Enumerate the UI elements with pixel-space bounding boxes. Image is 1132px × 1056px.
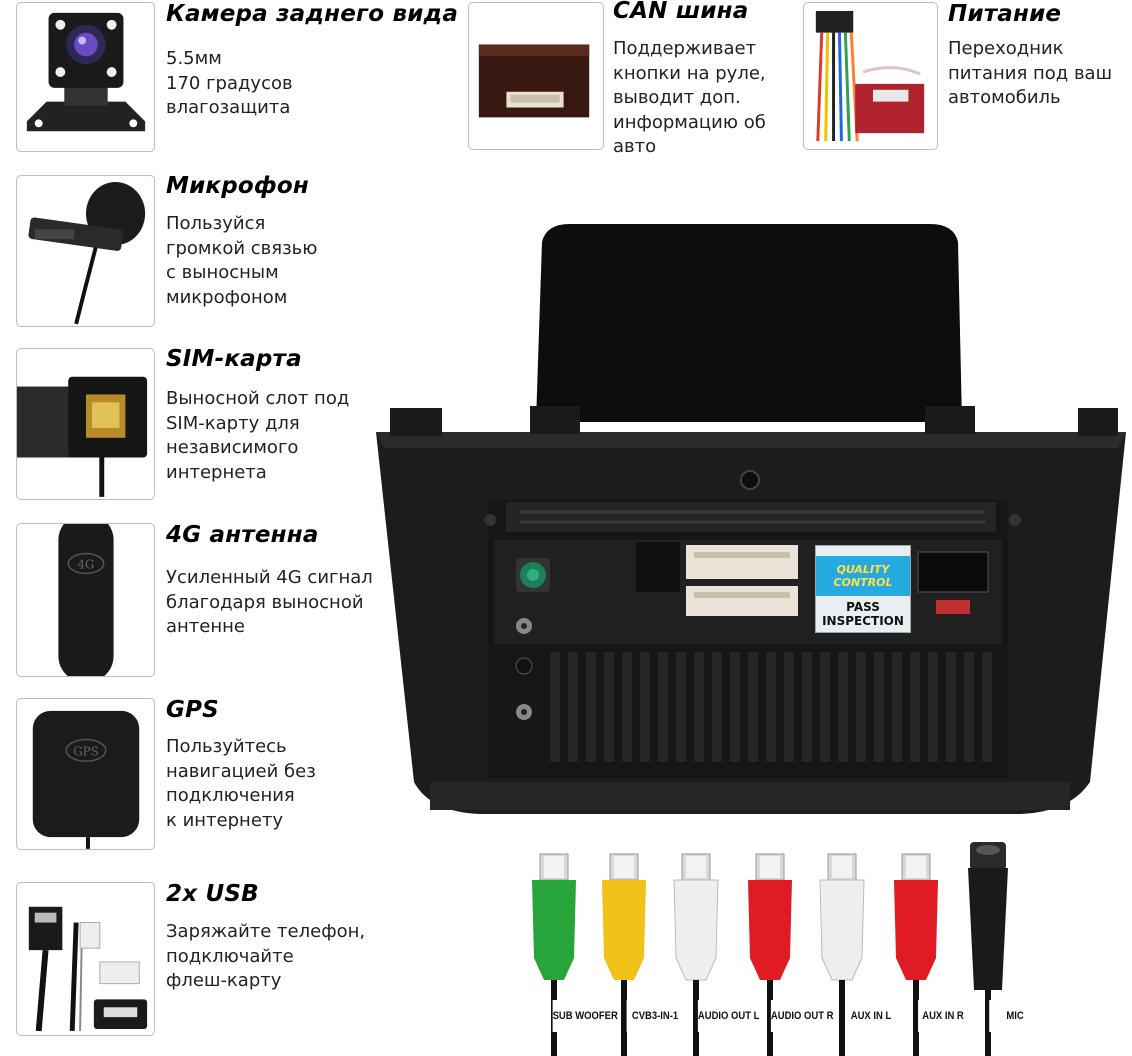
- rca-connector: [894, 853, 938, 1056]
- microphone-icon: [28, 182, 146, 325]
- antenna-4g-label: 4G: [78, 557, 95, 571]
- gps-device-label: GPS: [73, 744, 98, 758]
- rca-connectors-image: [532, 842, 1008, 1056]
- usb-thumbnail: [16, 882, 155, 1036]
- gps-icon: GPS: [32, 710, 140, 849]
- rca-label: AUX IN R: [918, 1000, 968, 1032]
- feature-desc-gps: Пользуйтесь навигацией без подключения к…: [166, 736, 316, 831]
- sticker-line-quality: QUALITY: [836, 563, 890, 576]
- feature-title-gps: GPS: [166, 697, 219, 723]
- rca-label: AUX IN L: [846, 1000, 896, 1032]
- feature-desc-antenna: Усиленный 4G сигнал благодаря выносной а…: [166, 567, 373, 637]
- rca-connector: [602, 853, 646, 1056]
- head-unit-rear-image: [376, 224, 1126, 814]
- rca-connector: [819, 853, 865, 1056]
- feature-title-camera: Камера заднего вида: [166, 1, 459, 27]
- rca-label: AUDIO OUT L: [697, 1000, 759, 1032]
- sim-slot-icon: [17, 376, 148, 497]
- feature-desc-microphone: Пользуйся громкой связью с выносным микр…: [166, 213, 318, 308]
- rca-connector: [968, 842, 1008, 1056]
- feature-desc-power: Переходник питания под ваш автомобиль: [948, 38, 1113, 108]
- sticker-line-inspection: INSPECTION: [822, 614, 904, 628]
- rca-label: CVB3-IN-1: [626, 1000, 684, 1032]
- rca-label: AUDIO OUT R: [770, 1000, 833, 1032]
- antenna-4g-icon: 4G: [58, 524, 114, 676]
- power-thumbnail: [803, 2, 938, 150]
- feature-title-can: CAN шина: [613, 0, 749, 24]
- camera-thumbnail: [16, 2, 155, 152]
- feature-title-antenna: 4G антенна: [166, 522, 319, 548]
- camera-icon: [26, 12, 146, 132]
- can-bus-icon: [478, 44, 590, 118]
- gps-thumbnail: GPS: [16, 698, 155, 850]
- feature-desc-can: Поддерживает кнопки на руле, выводит доп…: [613, 38, 766, 157]
- rca-connector: [673, 853, 719, 1056]
- feature-title-usb: 2x USB: [166, 881, 259, 907]
- power-harness-icon: [815, 10, 925, 142]
- antenna-thumbnail: 4G: [16, 523, 155, 677]
- feature-title-microphone: Микрофон: [166, 173, 309, 199]
- feature-title-sim: SIM-карта: [166, 346, 302, 372]
- feature-desc-camera: 5.5мм 170 градусов влагозащита: [166, 48, 293, 118]
- quality-sticker: QUALITY CONTROL PASS INSPECTION: [815, 545, 911, 633]
- rca-connector: [748, 853, 792, 1056]
- rca-label: MIC: [989, 1000, 1041, 1032]
- usb-icon: [28, 906, 148, 1032]
- sim-thumbnail: [16, 348, 155, 500]
- can-bus-thumbnail: [468, 2, 604, 150]
- feature-desc-sim: Выносной слот под SIM-карту для независи…: [166, 388, 350, 483]
- rca-label: SUB WOOFER: [552, 1000, 618, 1032]
- microphone-thumbnail: [16, 175, 155, 327]
- feature-title-power: Питание: [948, 1, 1062, 27]
- sticker-line-pass: PASS: [846, 600, 880, 614]
- feature-desc-usb: Заряжайте телефон, подключайте флеш-карт…: [166, 921, 366, 991]
- sticker-line-control: CONTROL: [833, 576, 893, 589]
- rca-connector: [532, 853, 576, 1056]
